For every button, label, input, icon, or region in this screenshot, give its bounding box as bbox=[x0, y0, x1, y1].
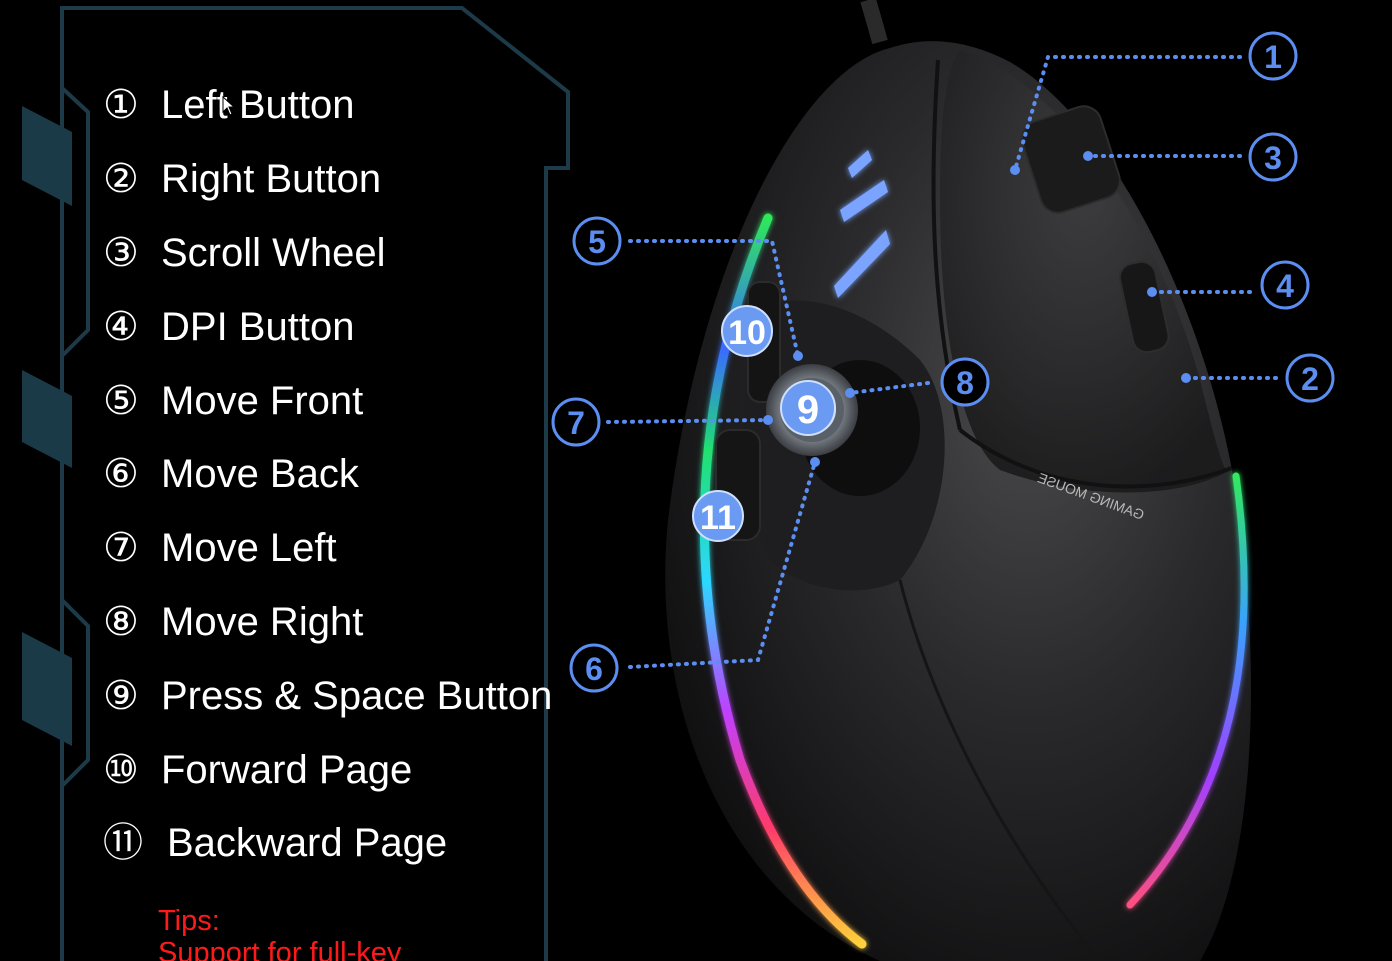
legend-item: ⑥ Move Back bbox=[103, 449, 563, 499]
legend-label: Move Left bbox=[161, 526, 337, 570]
legend-item: ① Left Button bbox=[103, 80, 563, 130]
callout-circles bbox=[551, 31, 1335, 693]
legend-item: ⑦ Move Left bbox=[103, 523, 563, 573]
legend-number: ④ bbox=[103, 304, 139, 350]
legend-number: ⑪ bbox=[103, 820, 143, 866]
legend-label: Move Back bbox=[161, 452, 359, 496]
callout-7: 7 bbox=[567, 405, 585, 441]
callout-3: 3 bbox=[1264, 140, 1282, 176]
legend-number: ① bbox=[103, 82, 139, 128]
callout-leaders bbox=[606, 55, 1278, 669]
legend-number: ② bbox=[103, 156, 139, 202]
callout-10: 10 bbox=[728, 314, 766, 352]
callout-anchors bbox=[763, 151, 1191, 467]
callout-9: 9 bbox=[797, 388, 819, 432]
tech-frame bbox=[60, 6, 570, 961]
callout-1: 1 bbox=[1264, 39, 1282, 75]
legend-number: ⑨ bbox=[103, 673, 139, 719]
legend-number: ⑩ bbox=[103, 747, 139, 793]
mouse-body bbox=[665, 41, 1251, 961]
legend-item: ⑪ Backward Page bbox=[103, 818, 563, 868]
legend-number: ③ bbox=[103, 230, 139, 276]
legend-number: ⑧ bbox=[103, 599, 139, 645]
legend-item: ⑩ Forward Page bbox=[103, 745, 563, 795]
rgb-strip-right bbox=[1126, 472, 1248, 909]
legend-label: Scroll Wheel bbox=[161, 231, 386, 275]
tips-note: Tips: Support for full-key bbox=[158, 905, 401, 961]
callout-6: 6 bbox=[585, 651, 603, 687]
legend-label: Left Button bbox=[161, 83, 355, 127]
legend-item: ③ Scroll Wheel bbox=[103, 228, 563, 278]
filled-callouts bbox=[692, 305, 836, 542]
mouse-pointer-icon bbox=[222, 96, 236, 116]
dpi-indicator-leds bbox=[834, 150, 890, 298]
tips-title: Tips: bbox=[158, 905, 220, 937]
legend-label: Forward Page bbox=[161, 748, 413, 792]
legend-label: Move Right bbox=[161, 600, 364, 644]
callout-2: 2 bbox=[1301, 361, 1319, 397]
legend-item: ⑤ Move Front bbox=[103, 376, 563, 426]
legend-number: ⑥ bbox=[103, 451, 139, 497]
legend-number: ⑤ bbox=[103, 378, 139, 424]
legend-label: Move Front bbox=[161, 379, 364, 423]
legend-item: ② Right Button bbox=[103, 154, 563, 204]
legend-label: Press & Space Button bbox=[161, 674, 553, 718]
legend-item: ⑨ Press & Space Button bbox=[103, 671, 563, 721]
legend-label: Backward Page bbox=[167, 821, 448, 865]
rgb-strip-left bbox=[699, 213, 867, 949]
legend-item: ⑧ Move Right bbox=[103, 597, 563, 647]
tips-text: Support for full-key bbox=[158, 937, 402, 961]
legend-number: ⑦ bbox=[103, 525, 139, 571]
scroll-wheel bbox=[1020, 105, 1121, 214]
mouse-cable bbox=[860, 0, 888, 45]
frame-tabs bbox=[22, 106, 72, 746]
callout-8: 8 bbox=[956, 365, 974, 401]
callout-5: 5 bbox=[588, 224, 606, 260]
legend-label: Right Button bbox=[161, 157, 382, 201]
dpi-button bbox=[1118, 260, 1170, 354]
callout-4: 4 bbox=[1276, 268, 1294, 304]
callout-11: 11 bbox=[700, 499, 736, 537]
legend-label: DPI Button bbox=[161, 305, 355, 349]
legend-item: ④ DPI Button bbox=[103, 302, 563, 352]
